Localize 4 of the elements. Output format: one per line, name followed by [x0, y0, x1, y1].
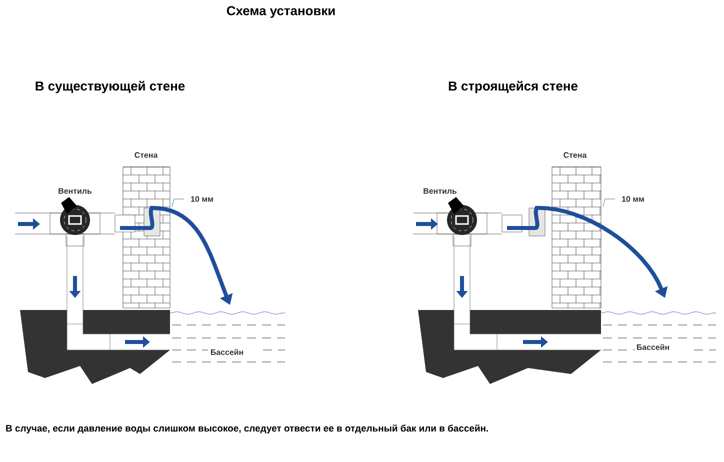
section-heading: В строящейся стене: [448, 80, 578, 94]
section-heading: В существующей стене: [36, 80, 185, 94]
caption: В случае, если давление воды слишком высокое, следует отвести ее в отдельный бак или в бассейн.: [6, 424, 488, 434]
title: Схема установки: [226, 6, 335, 18]
